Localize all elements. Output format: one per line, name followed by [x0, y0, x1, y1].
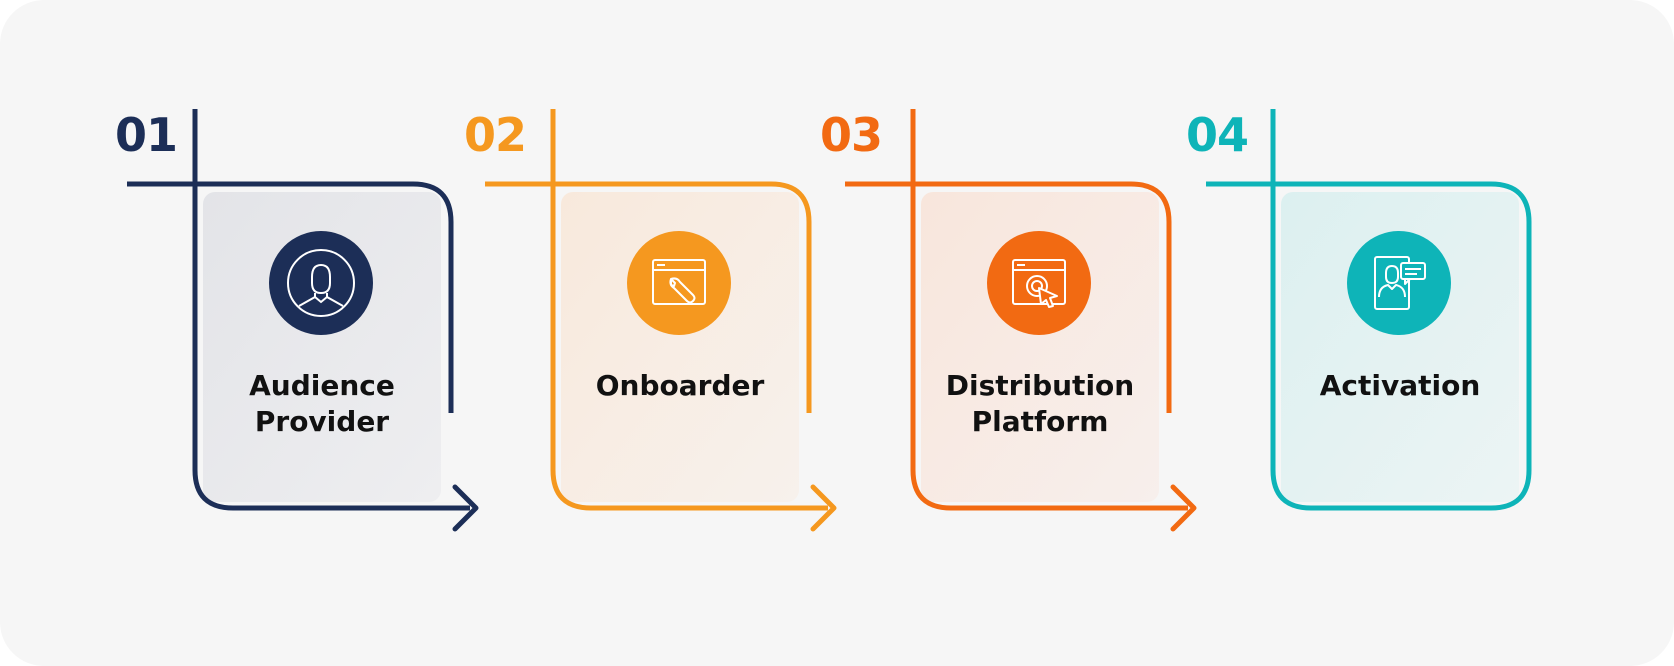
step-frame — [1206, 109, 1532, 511]
step-label-line: Activation — [1319, 369, 1481, 402]
step-card-fill — [921, 192, 1159, 502]
step-frame — [485, 109, 837, 532]
step-audience-provider: 01 Audience Provider — [0, 0, 479, 666]
step-top-right-line — [845, 181, 1172, 413]
step-label-line: Platform — [971, 405, 1109, 438]
step-card-fill — [561, 192, 799, 502]
step-distribution-platform: 03 Distribution Platform — [718, 0, 1197, 666]
step-left-bottom-line — [910, 109, 1188, 511]
step-onboarder: 02 Onboarder — [358, 0, 837, 666]
step-card-fill — [203, 192, 441, 502]
step-left-bottom-line — [550, 109, 828, 511]
step-outline — [1206, 109, 1532, 511]
user-profile-icon — [269, 231, 373, 335]
step-label-line: Audience — [249, 369, 395, 402]
step-number: 04 — [1186, 108, 1249, 162]
step-label-line: Provider — [254, 405, 390, 438]
step-number: 03 — [820, 108, 883, 162]
step-top-right-line — [127, 181, 454, 413]
step-frame — [845, 109, 1197, 532]
step-label: Distribution Platform — [920, 368, 1160, 440]
step-number: 02 — [464, 108, 527, 162]
arrow-head-icon — [452, 484, 479, 532]
arrow-head-icon — [1170, 484, 1197, 532]
step-left-bottom-line — [192, 109, 470, 511]
step-activation: 04 Activation — [1078, 0, 1532, 666]
step-label-line: Onboarder — [595, 369, 765, 402]
step-card-fill — [1281, 192, 1519, 502]
browser-wrench-icon — [627, 231, 731, 335]
arrow-head-icon — [810, 484, 837, 532]
step-label: Activation — [1280, 368, 1520, 404]
step-label: Audience Provider — [202, 368, 442, 440]
step-label: Onboarder — [560, 368, 800, 404]
user-chat-icon — [1347, 231, 1451, 335]
step-label-line: Distribution — [945, 369, 1135, 402]
step-frame — [127, 109, 479, 532]
step-top-right-line — [485, 181, 812, 413]
step-number: 01 — [115, 108, 178, 162]
browser-click-icon — [987, 231, 1091, 335]
